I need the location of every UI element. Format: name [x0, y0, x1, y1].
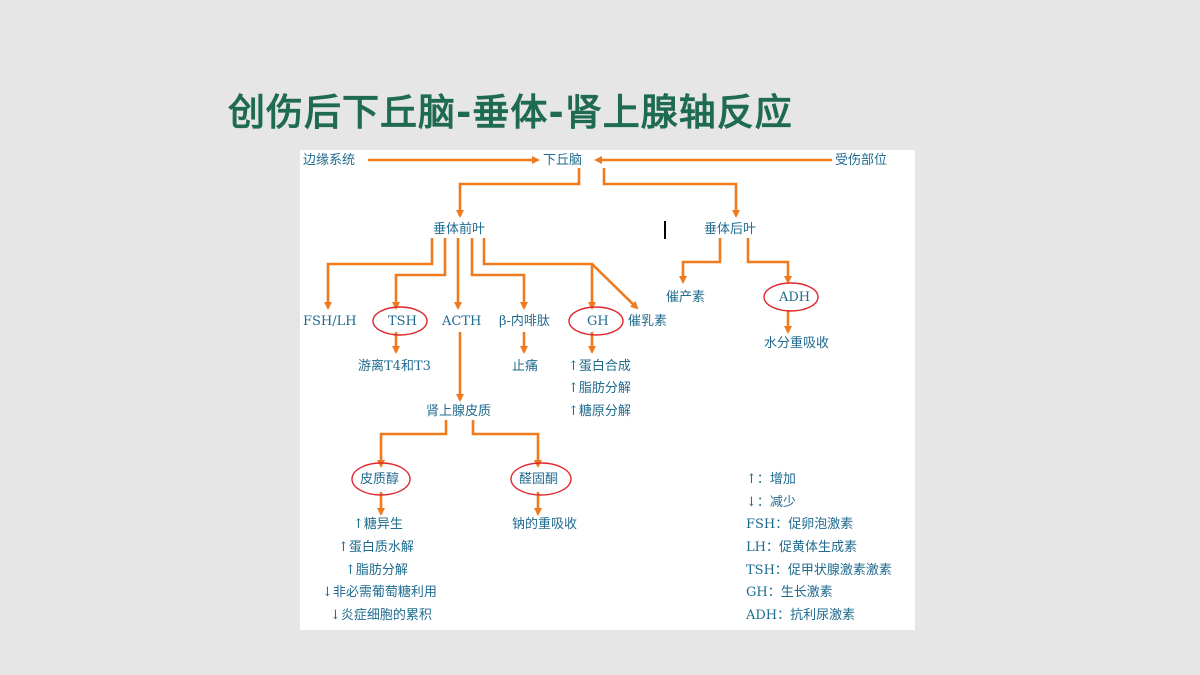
node-cortisol: 皮质醇: [360, 472, 400, 487]
cortisol-circle: [351, 462, 411, 496]
text-cursor: [664, 221, 666, 239]
legend-lh: LH：促黄体生成素: [746, 540, 857, 555]
node-posterior-pituitary: 垂体后叶: [704, 222, 757, 237]
adh-circle: [763, 282, 819, 312]
arrow-posterior-oxytocin: [679, 238, 722, 284]
arrow-hypothalamus-posterior: [602, 168, 740, 218]
node-hypothalamus: 下丘脑: [543, 153, 583, 168]
node-free-t4-t3: 游离T4和T3: [358, 359, 431, 374]
arrow-anterior-prolactin: [591, 263, 639, 310]
node-adh: ADH: [779, 290, 811, 305]
node-limbic: 边缘系统: [303, 153, 356, 168]
node-prolactin: 催乳素: [628, 314, 668, 329]
legend-down: ↓：减少: [746, 495, 796, 510]
arrow-layer: [324, 156, 832, 516]
node-adrenal-cortex: 肾上腺皮质: [426, 404, 492, 419]
cortisol-effect-glucose: ↓非必需葡萄糖利用: [322, 585, 437, 600]
arrow-anterior-endorphin: [470, 238, 528, 310]
legend-gh: GH：生长激素: [746, 585, 833, 600]
node-tsh: TSH: [388, 314, 417, 329]
gh-effect-glycogen: ↑糖原分解: [568, 404, 631, 419]
slide-title: 创伤后下丘脑-垂体-肾上腺轴反应: [228, 91, 793, 134]
legend-adh: ADH：抗利尿激素: [746, 608, 856, 623]
arrow-anterior-gh: [482, 238, 596, 310]
node-anterior-pituitary: 垂体前叶: [433, 222, 486, 237]
diagram-panel: 边缘系统 下丘脑 受伤部位 垂体前叶 垂体后叶 FSH/LH TSH ACTH …: [300, 150, 915, 630]
gh-circle: [568, 306, 624, 336]
arrow-anterior-fsh: [324, 238, 434, 310]
gh-effect-protein: ↑蛋白合成: [568, 359, 631, 374]
node-injury-site: 受伤部位: [835, 153, 888, 168]
arrow-hypothalamus-anterior: [456, 168, 581, 218]
node-sodium-reabsorption: 钠的重吸收: [512, 517, 578, 532]
arrow-adrenal-aldosterone: [471, 420, 542, 468]
legend-tsh: TSH：促甲状腺激素激素: [746, 563, 892, 578]
cortisol-effect-protein: ↑蛋白质水解: [338, 540, 414, 555]
node-oxytocin: 催产素: [666, 290, 706, 305]
legend-fsh: FSH：促卵泡激素: [746, 517, 854, 532]
node-water-reabsorption: 水分重吸收: [764, 336, 830, 351]
arrow-adrenal-cortisol: [377, 420, 448, 468]
arrow-posterior-adh: [746, 238, 792, 284]
gh-effect-fat: ↑脂肪分解: [568, 381, 631, 396]
node-gh: GH: [587, 314, 609, 329]
node-acth: ACTH: [442, 314, 482, 329]
arrow-anterior-tsh: [392, 238, 447, 310]
tsh-circle: [372, 306, 428, 336]
cortisol-effect-inflammation: ↓炎症细胞的累积: [330, 608, 432, 623]
cortisol-effect-fat: ↑脂肪分解: [345, 563, 408, 578]
node-fsh-lh: FSH/LH: [303, 314, 357, 329]
aldosterone-circle: [510, 462, 572, 496]
node-aldosterone: 醛固酮: [519, 472, 559, 487]
node-beta-endorphin: β-内啡肽: [499, 314, 550, 329]
cortisol-effect-gluconeogenesis: ↑糖异生: [353, 517, 403, 532]
legend-up: ↑：增加: [746, 472, 796, 487]
node-analgesia: 止痛: [512, 359, 539, 374]
